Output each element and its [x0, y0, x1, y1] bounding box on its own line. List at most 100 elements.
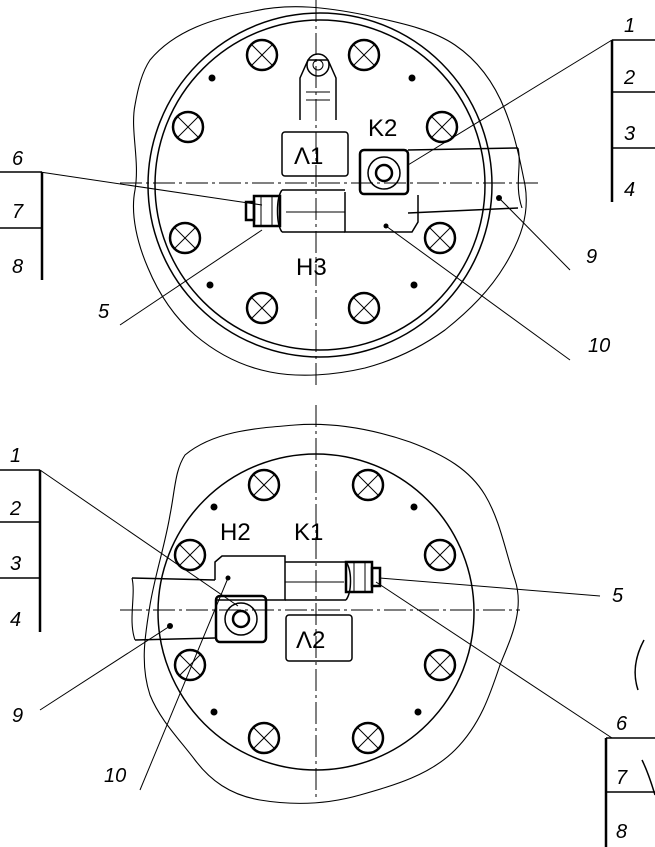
bottom-num-6: 6 — [616, 713, 628, 735]
top-label-l1: Λ1 — [294, 143, 323, 170]
bottom-num-3: 3 — [10, 553, 21, 575]
bottom-num-1: 1 — [10, 445, 21, 467]
top-nut-core — [374, 163, 394, 183]
bolt-hole — [173, 538, 207, 572]
bolt-hole — [245, 38, 279, 72]
bolt-cross — [357, 474, 379, 496]
bottom-k1-rod — [285, 561, 352, 601]
bottom-leader-6 — [375, 581, 613, 739]
top-nut-ring — [367, 156, 401, 190]
small-hole — [410, 503, 418, 511]
bolt-hole — [423, 538, 457, 572]
bolt-cross — [253, 474, 275, 496]
top-label-h3: H3 — [296, 254, 327, 281]
top-leader-10 — [385, 225, 571, 361]
bolt-cross — [179, 654, 201, 676]
top-rough-contour — [132, 6, 527, 376]
top-num-3: 3 — [624, 123, 635, 145]
bottom-edge-arc — [634, 639, 645, 691]
bolt-hole — [173, 648, 207, 682]
small-hole — [208, 74, 216, 82]
top-num-4: 4 — [624, 179, 635, 201]
top-pin-outer — [306, 53, 330, 77]
bottom-nut-core — [231, 609, 251, 629]
bottom-leader-9 — [39, 625, 171, 711]
top-num-8: 8 — [12, 256, 23, 278]
top-num-10: 10 — [588, 335, 610, 357]
bottom-flange-view: H2 K1 Λ2 1 2 — [0, 405, 655, 847]
small-hole — [210, 708, 218, 716]
bolt-hole — [247, 468, 281, 502]
bottom-l2-box — [285, 614, 353, 662]
top-num-6: 6 — [12, 148, 24, 170]
top-lower-block — [344, 192, 419, 233]
bottom-num-8: 8 — [616, 821, 627, 843]
bottom-small-holes — [210, 503, 422, 716]
bolt-cross — [429, 544, 451, 566]
small-hole — [414, 708, 422, 716]
bolt-cross — [179, 544, 201, 566]
bolt-cross — [251, 44, 273, 66]
top-num-9: 9 — [586, 246, 597, 268]
bolt-hole — [247, 721, 281, 755]
bottom-label-l2: Λ2 — [296, 627, 325, 654]
bolt-cross — [429, 227, 451, 249]
top-right-bar — [407, 147, 519, 214]
small-hole — [206, 281, 214, 289]
bottom-num-4: 4 — [10, 609, 21, 631]
top-nut-k2 — [358, 148, 410, 196]
bottom-leader-10 — [139, 577, 229, 791]
bottom-leader-5 — [379, 577, 601, 597]
bottom-nut-cap — [370, 566, 382, 588]
top-small-holes — [206, 74, 418, 289]
top-num-7: 7 — [12, 201, 24, 223]
top-h3-rod — [276, 189, 345, 233]
bolt-cross — [253, 727, 275, 749]
top-bar-break — [517, 147, 523, 209]
top-label-k2: K2 — [368, 115, 397, 142]
bottom-nut-ring — [224, 602, 258, 636]
bottom-nut-h2 — [214, 594, 268, 644]
bolt-cross — [431, 116, 453, 138]
top-num-5: 5 — [98, 301, 110, 323]
top-leader-1 — [407, 39, 613, 166]
top-leader-9 — [498, 197, 571, 271]
small-hole — [410, 281, 418, 289]
bolt-hole — [423, 648, 457, 682]
bolt-hole — [171, 110, 205, 144]
top-leader-5 — [119, 229, 263, 326]
bolt-hole — [351, 468, 385, 502]
bottom-label-h2: H2 — [220, 519, 251, 546]
top-upper-bracket — [299, 59, 337, 120]
bottom-leader-1 — [39, 469, 239, 607]
bolt-hole — [347, 38, 381, 72]
bottom-num-9: 9 — [12, 705, 23, 727]
bolt-hole — [347, 291, 381, 325]
bottom-edge-arc — [641, 759, 655, 796]
top-flange-inner — [154, 19, 486, 351]
top-flange-view: Λ1 K2 H3 1 2 3 — [0, 0, 655, 385]
bolt-hole — [351, 721, 385, 755]
top-flange-outer — [147, 12, 493, 358]
bolt-cross — [251, 297, 273, 319]
bolt-cross — [353, 297, 375, 319]
bolt-hole — [245, 291, 279, 325]
bottom-num-2: 2 — [9, 498, 21, 520]
top-small-nut — [252, 194, 282, 228]
top-leader-6 — [39, 171, 263, 206]
bolt-cross — [357, 727, 379, 749]
bolt-cross — [429, 654, 451, 676]
top-pin-inner — [312, 59, 324, 71]
bottom-label-k1: K1 — [294, 519, 323, 546]
bolt-cross — [174, 227, 196, 249]
bottom-h2-block — [214, 555, 286, 601]
bolt-cross — [353, 44, 375, 66]
top-bolt-circle — [168, 38, 459, 325]
small-hole — [210, 503, 218, 511]
top-nut-cap — [244, 200, 256, 222]
bottom-left-bar — [131, 577, 216, 641]
bottom-bolt-circle — [173, 468, 457, 755]
bottom-num-10: 10 — [104, 765, 126, 787]
top-num-1: 1 — [624, 15, 635, 37]
